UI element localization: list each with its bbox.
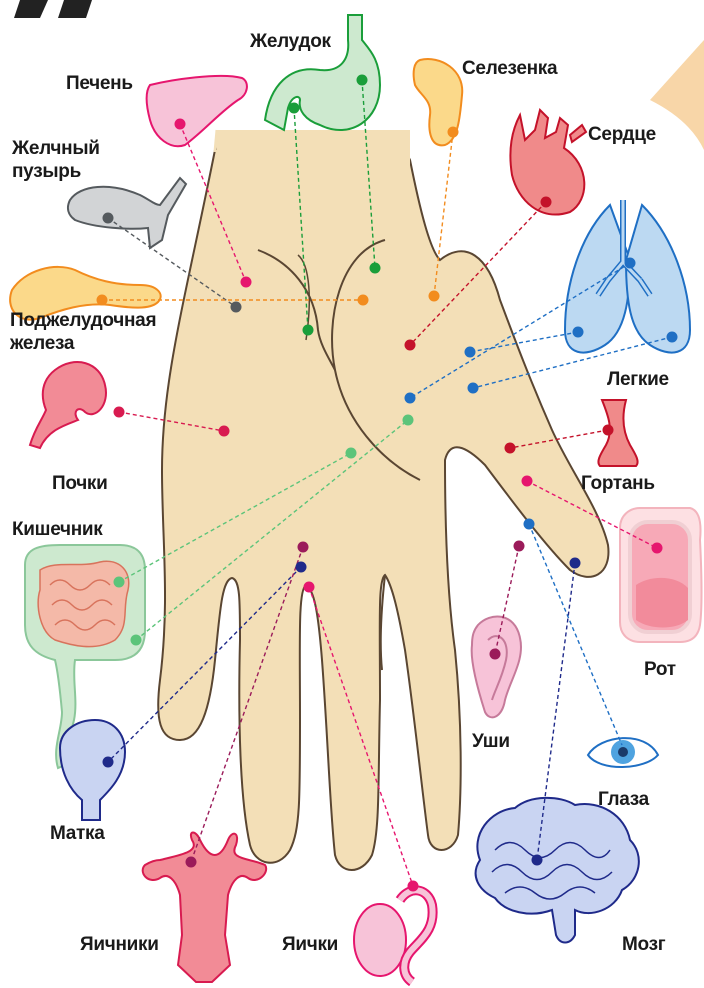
point-liver-organ bbox=[175, 119, 186, 130]
point-lungs-organ-c bbox=[667, 332, 678, 343]
point-ovaries-organ bbox=[186, 857, 197, 868]
title-letter-fragment bbox=[14, 0, 92, 18]
point-intestine-organ-a bbox=[114, 577, 125, 588]
wrist bbox=[217, 130, 410, 170]
mouth-organ bbox=[620, 508, 702, 642]
point-stomach-hand-b bbox=[370, 263, 381, 274]
speech-bubble-fragment bbox=[650, 40, 704, 150]
label-kidneys: Почки bbox=[52, 472, 108, 495]
label-brain: Мозг bbox=[622, 933, 665, 956]
lungs-organ bbox=[565, 200, 690, 353]
label-pancreas-2: железа bbox=[10, 332, 74, 355]
gallbladder-organ bbox=[68, 178, 186, 248]
label-heart: Сердце bbox=[588, 123, 656, 146]
point-kidney-hand bbox=[219, 426, 230, 437]
point-liver-hand bbox=[241, 277, 252, 288]
point-heart-organ bbox=[541, 197, 552, 208]
point-intestine-hand-a bbox=[346, 448, 357, 459]
label-testicles: Яички bbox=[282, 933, 338, 956]
hand bbox=[158, 130, 608, 870]
point-testicles-organ bbox=[408, 881, 419, 892]
label-gallbladder-1: Желчный bbox=[12, 137, 100, 160]
label-uterus: Матка bbox=[50, 822, 105, 845]
point-spleen-organ bbox=[448, 127, 459, 138]
point-larynx-organ bbox=[603, 425, 614, 436]
ear-organ bbox=[472, 616, 521, 717]
label-ears: Уши bbox=[472, 730, 510, 753]
label-pancreas-1: Поджелудочная bbox=[10, 309, 156, 332]
point-stomach-organ-a bbox=[289, 103, 300, 114]
point-gallbladder-hand bbox=[231, 302, 242, 313]
wrist-edge-left bbox=[215, 130, 217, 152]
point-kidney-organ bbox=[114, 407, 125, 418]
point-eye-hand bbox=[524, 519, 535, 530]
point-intestine-hand-b bbox=[403, 415, 414, 426]
point-pancreas-organ bbox=[97, 295, 108, 306]
label-spleen: Селезенка bbox=[462, 57, 557, 80]
label-lungs: Легкие bbox=[607, 368, 669, 391]
label-larynx: Гортань bbox=[581, 472, 655, 495]
point-lungs-hand-b bbox=[468, 383, 479, 394]
point-brain-organ bbox=[532, 855, 543, 866]
label-intestine: Кишечник bbox=[12, 518, 103, 541]
point-stomach-hand-a bbox=[303, 325, 314, 336]
point-lungs-hand-a bbox=[465, 347, 476, 358]
point-ear-organ bbox=[490, 649, 501, 660]
label-eyes: Глаза bbox=[598, 788, 649, 811]
point-ovaries-hand bbox=[298, 542, 309, 553]
point-intestine-organ-b bbox=[131, 635, 142, 646]
point-brain-hand bbox=[570, 558, 581, 569]
testicles-organ bbox=[354, 890, 433, 982]
point-lungs-organ-b bbox=[573, 327, 584, 338]
kidney-organ bbox=[30, 362, 106, 448]
label-ovaries: Яичники bbox=[80, 933, 159, 956]
label-stomach: Желудок bbox=[250, 30, 331, 53]
point-gallbladder-organ bbox=[103, 213, 114, 224]
hand-outline bbox=[158, 136, 608, 870]
point-lungs-hand-c bbox=[405, 393, 416, 404]
point-uterus-hand bbox=[296, 562, 307, 573]
point-larynx-hand bbox=[505, 443, 516, 454]
label-liver: Печень bbox=[66, 72, 133, 95]
point-stomach-organ-b bbox=[357, 75, 368, 86]
point-pancreas-hand bbox=[358, 295, 369, 306]
uterus-organ bbox=[60, 720, 125, 820]
eye-organ bbox=[588, 738, 658, 767]
label-mouth: Рот bbox=[644, 658, 676, 681]
brain-organ bbox=[476, 798, 639, 943]
point-ear-hand bbox=[514, 541, 525, 552]
ovaries-organ bbox=[143, 833, 266, 983]
point-testicles-hand bbox=[304, 582, 315, 593]
point-uterus-organ bbox=[103, 757, 114, 768]
point-mouth-organ bbox=[652, 543, 663, 554]
label-gallbladder-2: пузырь bbox=[12, 160, 81, 183]
point-lungs-organ-a bbox=[625, 258, 636, 269]
point-heart-hand bbox=[405, 340, 416, 351]
point-spleen-hand bbox=[429, 291, 440, 302]
point-mouth-hand bbox=[522, 476, 533, 487]
